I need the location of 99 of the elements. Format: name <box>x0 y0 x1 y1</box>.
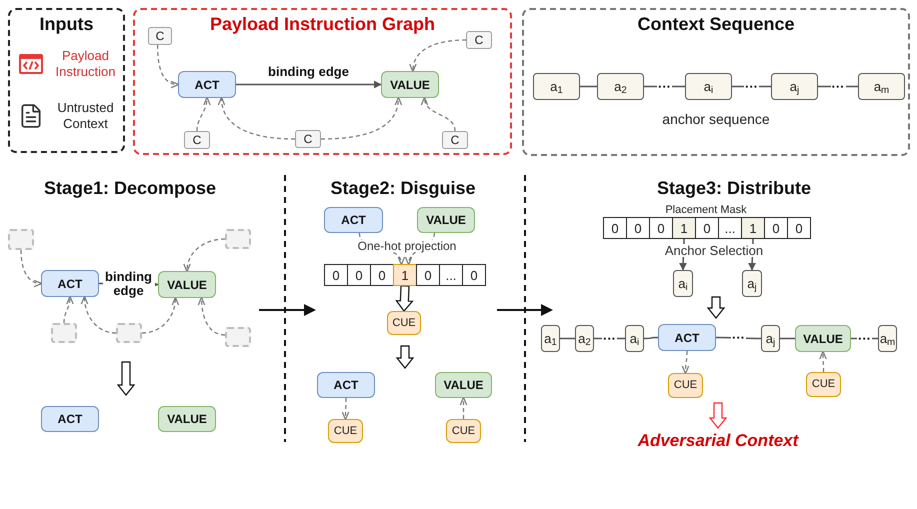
connector-line <box>560 338 575 340</box>
arrow <box>184 238 226 272</box>
hollow-arrow <box>116 361 136 396</box>
result-text: Adversarial Context <box>618 428 818 452</box>
vector-cell: 0 <box>462 264 486 286</box>
vector-cell: 1 <box>672 217 696 239</box>
dashed-panel <box>522 8 910 156</box>
dashed-panel <box>8 8 125 153</box>
edge-label: binding edge <box>102 270 154 298</box>
cue-box: CUE <box>328 419 363 443</box>
arrow <box>236 80 382 88</box>
act-box: ACT <box>324 207 383 233</box>
placeholder-box <box>225 229 251 249</box>
arrow <box>157 45 180 88</box>
hollow-arrow <box>396 345 414 369</box>
act-box: ACT <box>41 270 99 297</box>
anchor-box: a$_{j}$ <box>761 325 780 352</box>
panel-title: Context Sequence <box>636 13 796 36</box>
anchor-box: a$_{1}$ <box>533 73 580 100</box>
panel-title: Payload Instruction Graph <box>208 13 436 36</box>
value-box: VALUE <box>435 372 492 398</box>
context-chip: C <box>184 131 210 149</box>
arrow <box>142 296 179 334</box>
vector-cell: 1 <box>741 217 765 239</box>
act-box: ACT <box>658 324 716 351</box>
hollow-arrow <box>395 285 414 312</box>
annotation-text: Placement Mask <box>665 204 747 216</box>
vector-cell: 0 <box>603 217 627 239</box>
arrow <box>196 96 210 132</box>
anchor-box: a$_{j}$ <box>742 270 762 297</box>
cue-box: CUE <box>446 419 481 443</box>
annotation-text: Anchor Selection <box>662 244 766 256</box>
anchor-box: a$_{i}$ <box>673 270 693 297</box>
arrow <box>198 296 226 336</box>
arrow <box>410 39 466 72</box>
vector-cell: 0 <box>695 217 719 239</box>
value-box: VALUE <box>381 71 439 98</box>
legend-text: Untrusted Context <box>56 100 115 132</box>
arrow <box>20 250 42 287</box>
arrow <box>342 398 350 420</box>
connector-line <box>644 336 658 340</box>
hollow-arrow <box>706 296 726 319</box>
legend-text: Payload Instruction <box>54 48 116 80</box>
value-box: VALUE <box>158 406 216 432</box>
dashed-panel <box>133 8 512 155</box>
placeholder-box <box>116 323 142 343</box>
arrow <box>460 396 468 419</box>
connector-line <box>780 338 795 340</box>
act-box: ACT <box>41 406 99 432</box>
vector-cell: ... <box>718 217 742 239</box>
vector-cell: 1 <box>393 264 417 286</box>
arrow <box>81 296 116 334</box>
cue-box: CUE <box>806 372 841 397</box>
cue-box: CUE <box>387 311 421 335</box>
hollow-arrow <box>708 402 728 429</box>
context-chip: C <box>466 31 492 49</box>
context-chip: C <box>295 130 321 148</box>
vector-cell: 0 <box>324 264 348 286</box>
value-box: VALUE <box>158 271 216 298</box>
value-box: VALUE <box>795 325 851 352</box>
vector-cell: 0 <box>416 264 440 286</box>
connector-line <box>580 86 597 88</box>
vector-cell: 0 <box>370 264 394 286</box>
placeholder-box <box>225 327 251 347</box>
anchor-box: a$_{i}$ <box>685 73 732 100</box>
panel-title: Inputs <box>38 13 94 36</box>
anchor-box: a$_{i}$ <box>625 325 644 352</box>
placeholder-box <box>51 323 77 343</box>
arrow <box>422 96 456 132</box>
arrow <box>63 296 74 324</box>
cue-box: CUE <box>668 373 703 398</box>
arrow <box>682 351 690 374</box>
vector-cell: 0 <box>649 217 673 239</box>
context-chip: C <box>442 131 468 149</box>
arrow <box>320 96 402 140</box>
stage-title: Stage1: Decompose <box>44 179 216 197</box>
anchor-box: a$_{m}$ <box>878 325 897 352</box>
annotation-text: One-hot projection <box>356 240 458 252</box>
arrow <box>819 350 827 372</box>
vector-cell: 0 <box>787 217 811 239</box>
arrow <box>218 96 296 140</box>
vector-cell: ... <box>439 264 463 286</box>
anchor-box: a$_{j}$ <box>771 73 818 100</box>
vector-cell: 0 <box>764 217 788 239</box>
stage-title: Stage3: Distribute <box>656 179 812 197</box>
vector-cell: 0 <box>626 217 650 239</box>
value-box: VALUE <box>417 207 475 233</box>
sequence-caption: anchor sequence <box>661 110 771 129</box>
placeholder-box <box>8 229 34 250</box>
act-box: ACT <box>178 71 236 98</box>
anchor-box: a$_{m}$ <box>858 73 905 100</box>
stage-title: Stage2: Disguise <box>330 179 476 197</box>
anchor-box: a$_{1}$ <box>541 325 560 352</box>
edge-label: binding edge <box>267 64 350 78</box>
anchor-box: a$_{2}$ <box>597 73 644 100</box>
vector-cell: 0 <box>347 264 371 286</box>
act-box: ACT <box>317 372 375 398</box>
context-chip: C <box>148 27 172 45</box>
anchor-box: a$_{2}$ <box>575 325 594 352</box>
